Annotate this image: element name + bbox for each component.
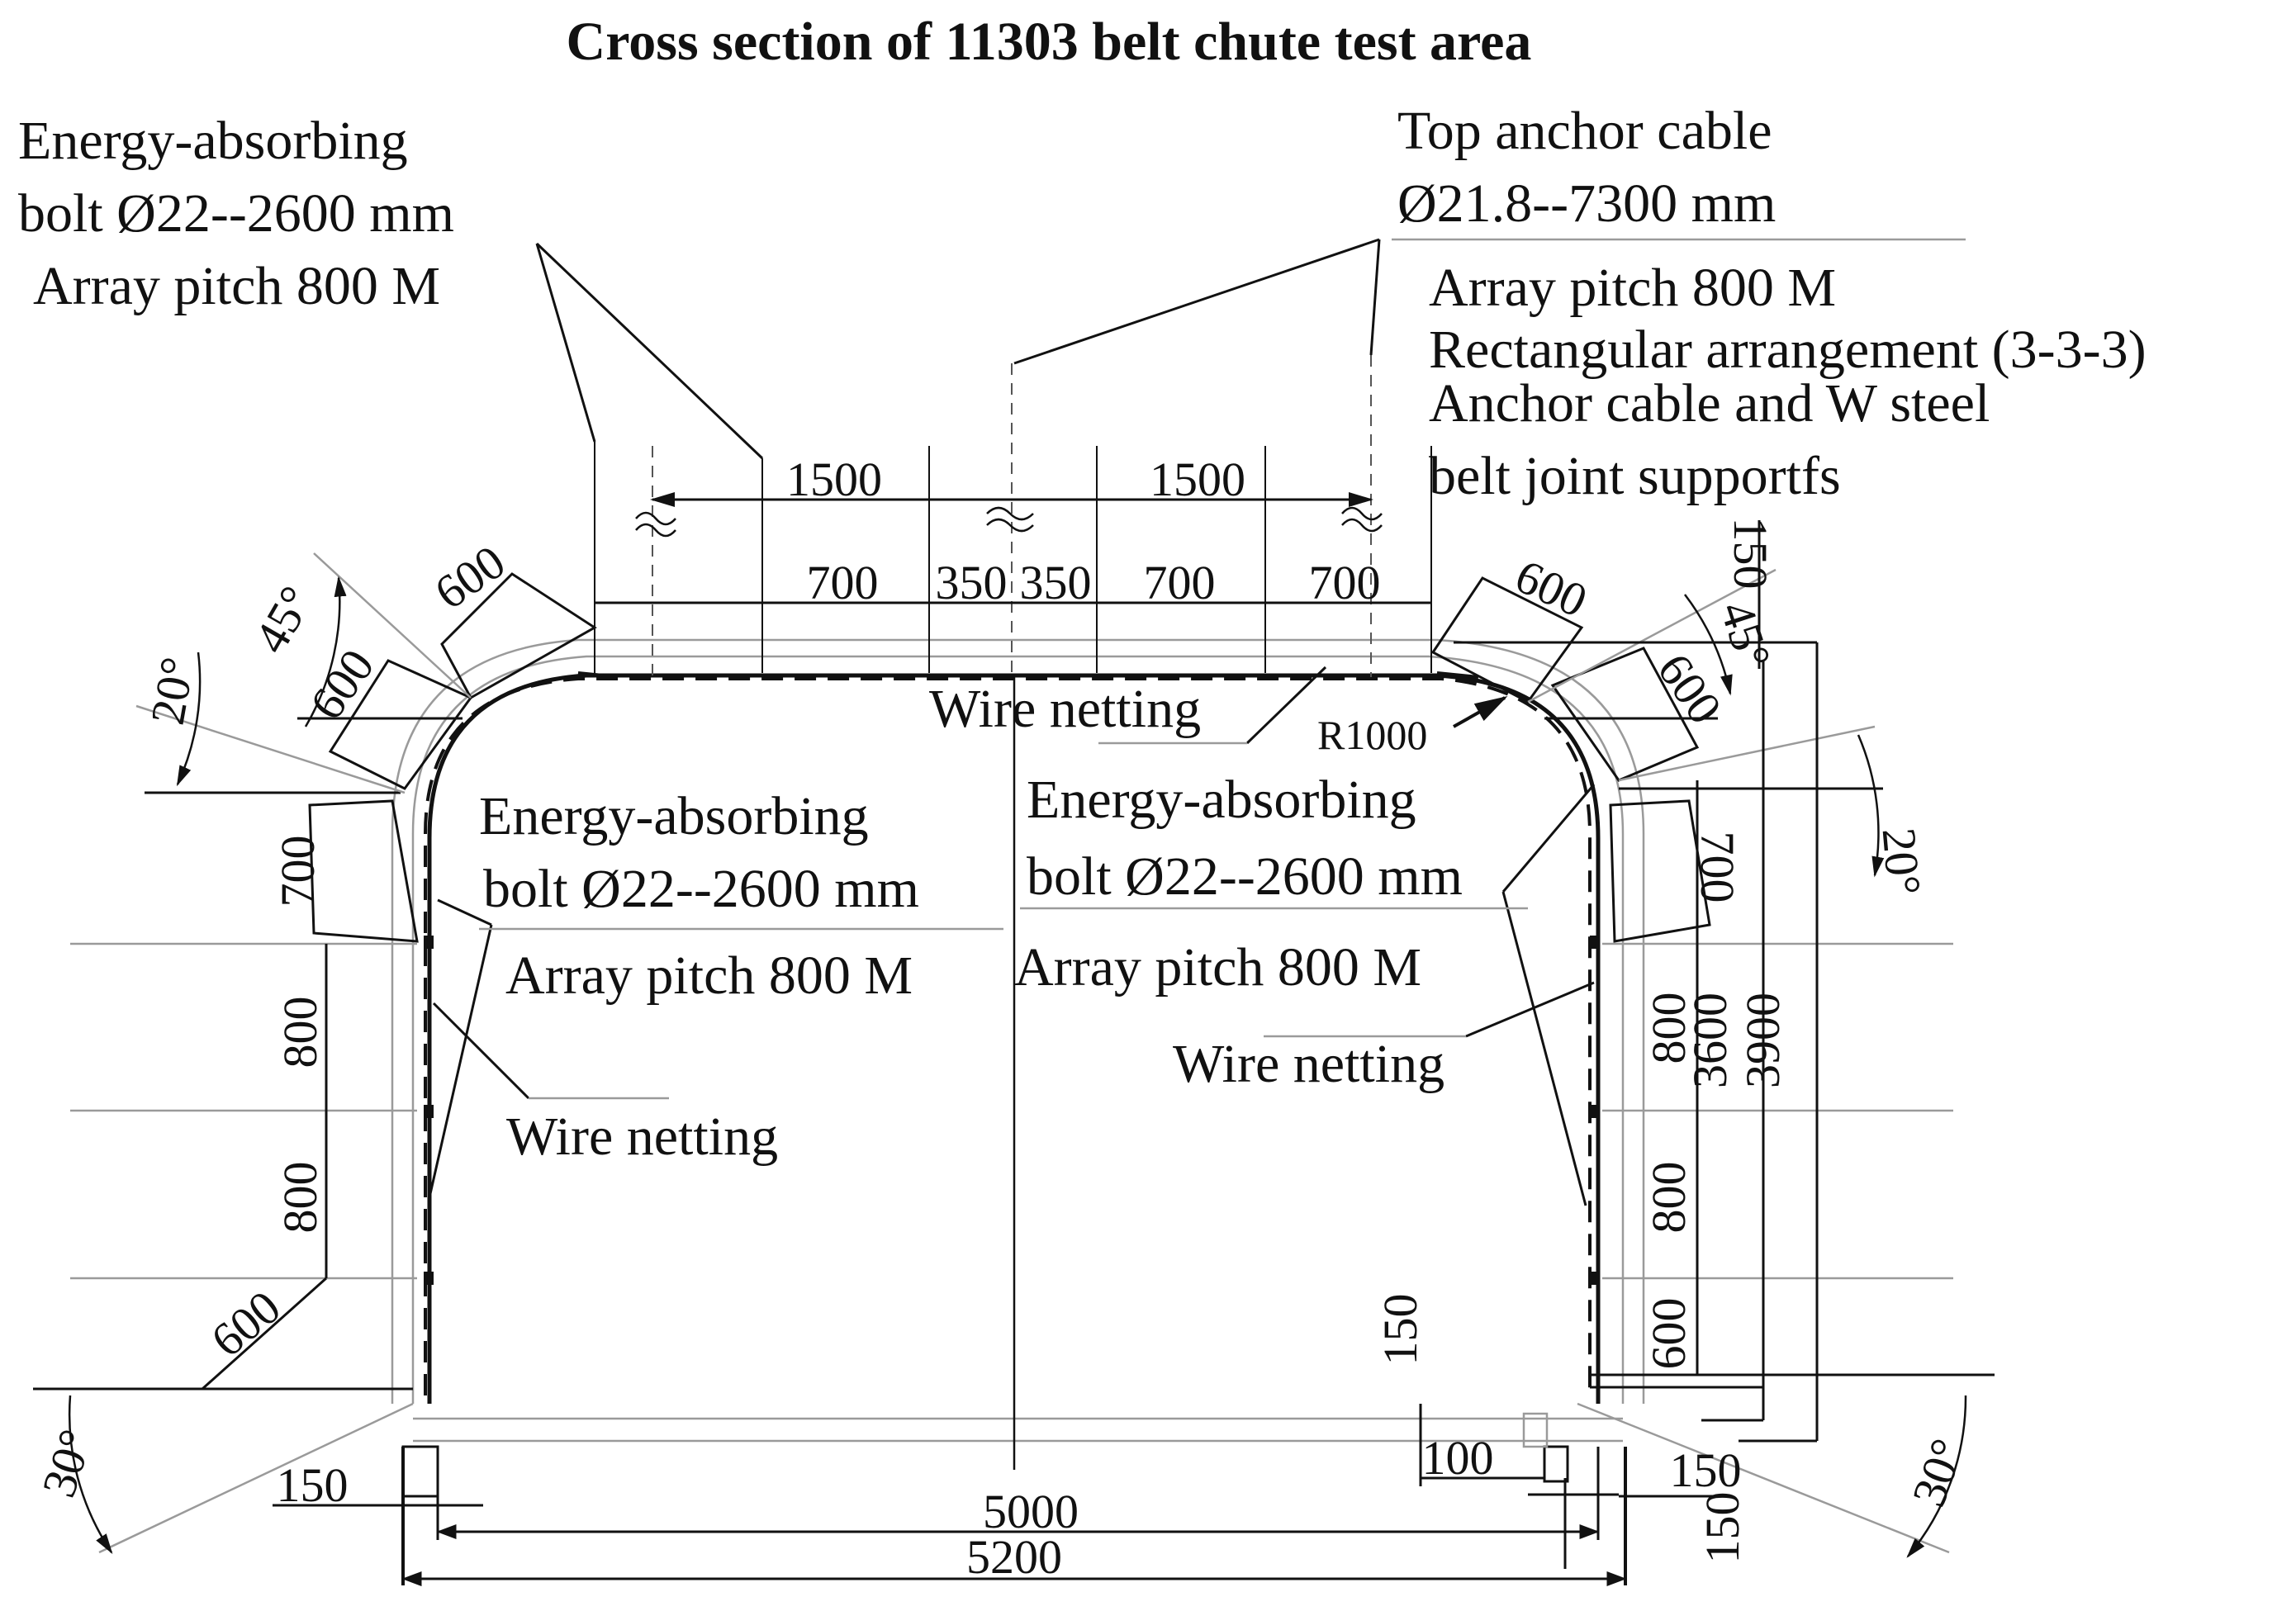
break-marks xyxy=(635,506,1383,538)
angle-left-20: 20° xyxy=(140,653,205,728)
top-left-line1: Energy-absorbing xyxy=(18,111,408,171)
inner-left-line4: Wire netting xyxy=(506,1106,778,1167)
dim-roof-1: 700 xyxy=(807,556,879,609)
dim-floor-right-150b: 150 xyxy=(1696,1492,1749,1564)
inner-left-line1: Energy-absorbing xyxy=(479,786,869,846)
dim-floor-right-150: 150 xyxy=(1670,1443,1742,1497)
dim-left-corner-upper: 600 xyxy=(425,534,515,619)
dim-roof-4: 700 xyxy=(1144,556,1216,609)
floor-dimensions: 5000 5200 150 150 150 150 100 xyxy=(273,1294,1749,1586)
inner-right-line2: bolt Ø22--2600 mm xyxy=(1027,846,1463,907)
wire-netting-top-label: Wire netting xyxy=(929,679,1201,739)
dim-cable-right: 1500 xyxy=(1150,453,1245,506)
bolt-plates xyxy=(424,936,1600,1285)
interior-leaders xyxy=(428,666,1596,1206)
inner-right-line4: Wire netting xyxy=(1173,1034,1444,1094)
top-right-line5: Anchor cable and W steel xyxy=(1429,373,1990,434)
angle-left-45: 45° xyxy=(244,577,324,662)
label-top-right: Top anchor cable Ø21.8--7300 mm Array pi… xyxy=(1397,101,2147,506)
dim-right-wall-2: 800 xyxy=(1642,993,1696,1064)
inner-left-line2: bolt Ø22--2600 mm xyxy=(483,859,919,919)
top-right-line2: Ø21.8--7300 mm xyxy=(1397,173,1776,234)
dim-roof-2: 350 xyxy=(936,556,1008,609)
label-inner-right: Energy-absorbing bolt Ø22--2600 mm Array… xyxy=(1014,770,1463,1094)
top-dimensions: 1500 1500 700 350 350 700 700 xyxy=(595,453,1431,609)
top-right-line6: belt joint supportfs xyxy=(1429,446,1841,506)
right-wall-bolts: 700 800 800 600 3600 3900 150 30° xyxy=(1577,518,1995,1558)
dim-left-wall-3: 800 xyxy=(273,1162,327,1234)
inner-right-line3: Array pitch 800 M xyxy=(1014,937,1421,997)
dim-floor-100: 100 xyxy=(1422,1431,1494,1485)
top-left-line3: Array pitch 800 M xyxy=(33,256,440,316)
dim-right-wall-1: 700 xyxy=(1691,832,1744,903)
left-wall-bolts: 700 800 800 600 30° xyxy=(31,799,419,1555)
inner-right-line1: Energy-absorbing xyxy=(1027,770,1416,830)
right-corner-bolts: 45° 20° 600 600 xyxy=(1430,548,1932,898)
dim-right-wall-3: 800 xyxy=(1642,1162,1696,1234)
angle-right-45: 45° xyxy=(1710,595,1781,675)
label-top-left: Energy-absorbing bolt Ø22--2600 mm Array… xyxy=(18,111,454,316)
dim-height-3600: 3600 xyxy=(1683,993,1737,1088)
angle-right-30: 30° xyxy=(1901,1432,1975,1514)
dim-roof-5: 700 xyxy=(1309,556,1381,609)
dim-floor-left-150: 150 xyxy=(277,1458,349,1512)
tunnel-outline xyxy=(391,638,1645,1585)
dim-left-wall-1: 700 xyxy=(271,836,325,907)
top-left-line2: bolt Ø22--2600 mm xyxy=(18,183,454,244)
inner-left-line3: Array pitch 800 M xyxy=(505,945,913,1006)
diagram-title: Cross section of 11303 belt chute test a… xyxy=(567,12,1532,72)
wire-netting-contour xyxy=(424,677,1592,1395)
label-inner-left: Energy-absorbing bolt Ø22--2600 mm Array… xyxy=(479,786,919,1167)
dim-left-wall-bottom: 600 xyxy=(201,1280,290,1367)
top-right-line3: Array pitch 800 M xyxy=(1429,258,1836,318)
left-corner-bolts: 45° 20° 600 600 xyxy=(135,534,597,794)
top-right-line4: Rectangular arrangement (3-3-3) xyxy=(1429,320,2147,380)
dim-right-corner-upper: 600 xyxy=(1507,548,1595,628)
dim-right-wall-4: 600 xyxy=(1642,1298,1696,1370)
dim-height-3900: 3900 xyxy=(1736,993,1790,1088)
support-contour xyxy=(427,673,1601,1404)
dim-right-top-150: 150 xyxy=(1724,518,1777,590)
dim-cable-left: 1500 xyxy=(786,453,882,506)
top-left-leaders xyxy=(535,238,1966,460)
dim-width-5200: 5200 xyxy=(966,1530,1062,1584)
dim-left-wall-2: 800 xyxy=(273,997,327,1068)
angle-left-30: 30° xyxy=(31,1423,103,1503)
angle-right-20: 20° xyxy=(1872,826,1932,898)
top-right-line1: Top anchor cable xyxy=(1397,101,1772,161)
dim-floor-inner-150: 150 xyxy=(1373,1294,1427,1366)
dim-roof-3: 350 xyxy=(1020,556,1092,609)
roof-bolt-lines xyxy=(594,355,1432,1470)
dim-width-5000: 5000 xyxy=(983,1485,1079,1538)
radius-label: R1000 xyxy=(1317,712,1427,758)
